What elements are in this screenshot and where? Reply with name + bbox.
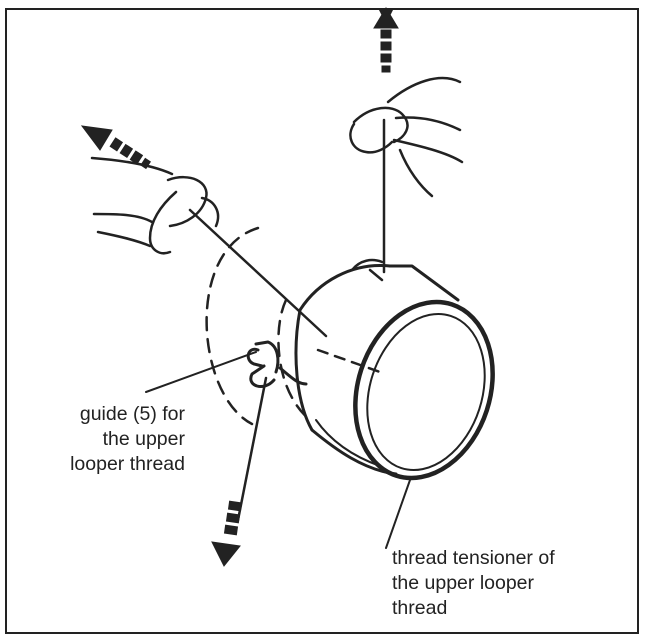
arrow-down-icon — [212, 501, 241, 566]
tensioner-label: thread tensioner of the upper looper thr… — [392, 546, 555, 621]
tensioner-leader-line — [386, 480, 410, 548]
arrow-up-icon — [374, 8, 398, 72]
hidden-thread-path — [318, 350, 380, 372]
hidden-tension-disc — [207, 228, 258, 424]
guide-label: guide (5) for the upper looper thread — [70, 402, 185, 477]
upper-left-hand — [92, 158, 218, 253]
guide-leader-line — [146, 352, 256, 392]
top-hand — [350, 78, 462, 196]
thread-lower — [238, 378, 266, 520]
arrow-upper-left-icon — [82, 126, 151, 169]
thread-tensioner-knob — [296, 260, 515, 496]
